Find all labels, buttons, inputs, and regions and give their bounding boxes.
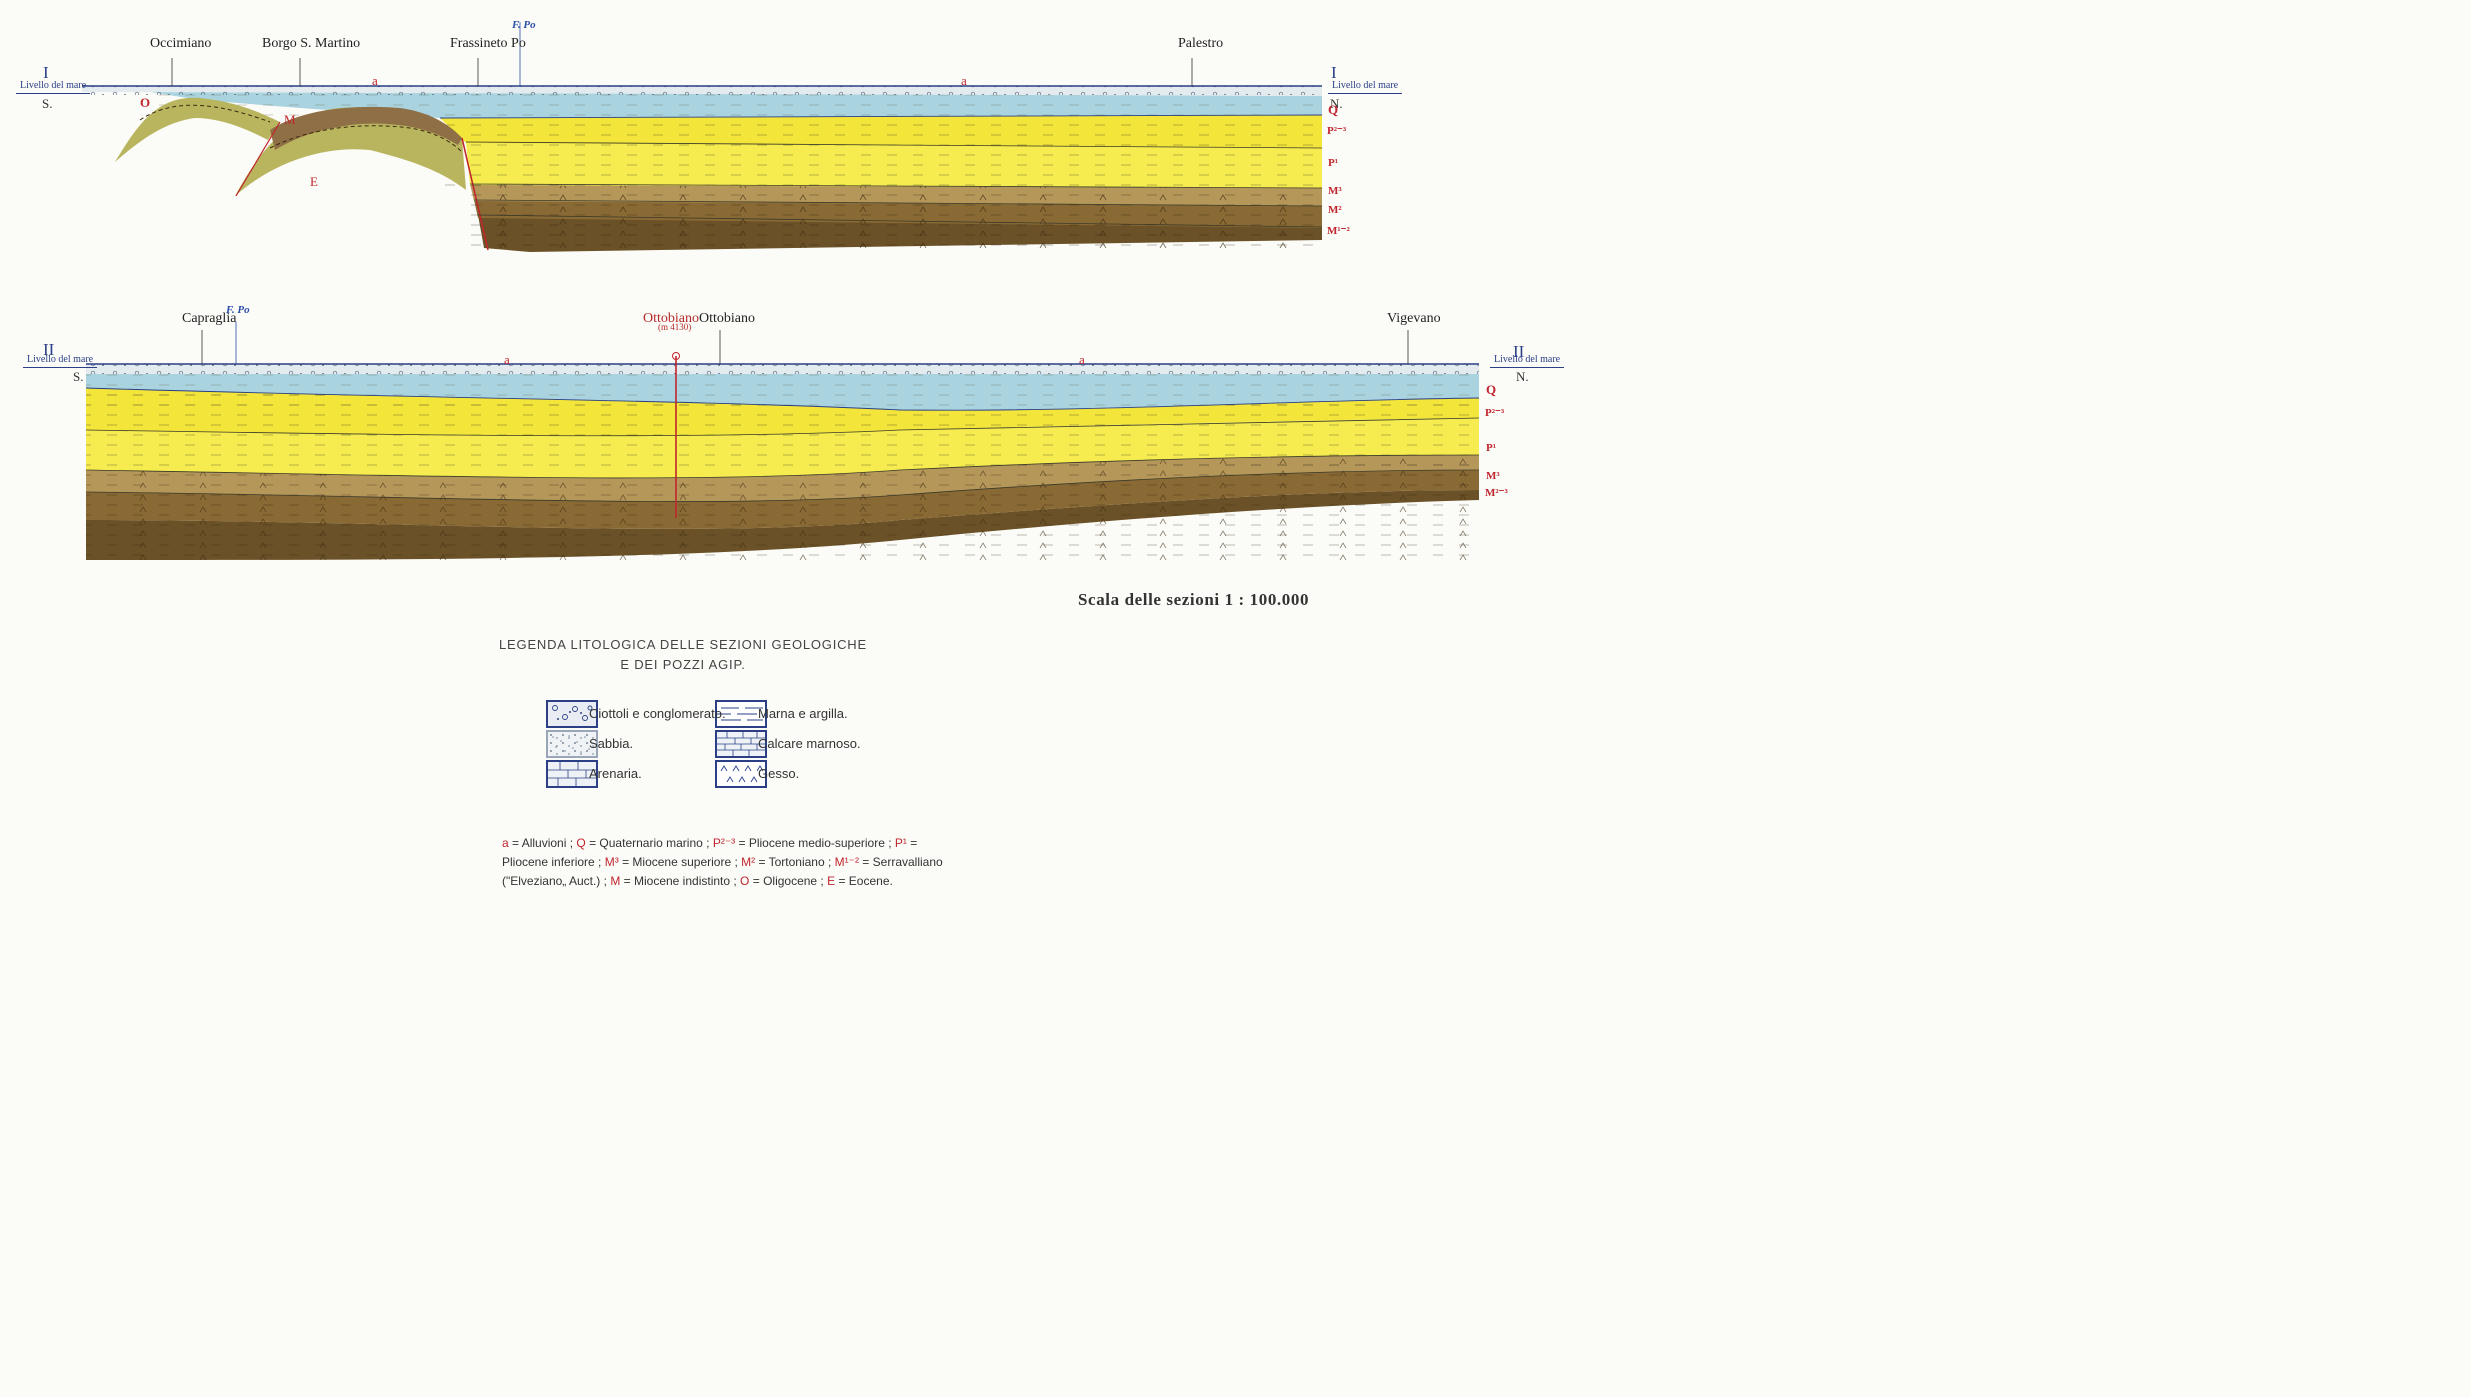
section-1-unit-m3: M³ (1328, 185, 1342, 197)
place-capraglia: Capraglia (182, 311, 237, 326)
abbreviations-block: a = Alluvioni ; Q = Quaternario marino ;… (502, 834, 1077, 891)
section-1 (82, 58, 1323, 252)
abbr-a-symbol: a (502, 836, 509, 850)
section-1-unit-o: O (140, 95, 151, 110)
legend-label-marly-limestone: Calcare marnoso. (758, 736, 861, 751)
section-1-unit-p1: P¹ (1328, 157, 1339, 169)
abbr-m3-text: = Miocene superiore ; (618, 855, 742, 869)
abbr-m-symbol: M (610, 874, 621, 888)
abbr-q-text: = Quaternario marino ; (585, 836, 713, 850)
legend-label-conglomerate: Ciottoli e conglomerato. (589, 706, 726, 721)
abbr-m2-symbol: M² (741, 855, 756, 869)
section-1-unit-m12: M¹⁻² (1327, 225, 1350, 237)
section-1-alluvium-mark-right: a (961, 73, 967, 88)
legend-title-line2: E DEI POZZI AGIP. (620, 657, 746, 672)
gypsum-icon (715, 760, 767, 788)
abbreviations-line3: ("Elveziano„ Auct.) ; M = Miocene indist… (502, 872, 1077, 891)
section-2 (85, 22, 1480, 560)
abbr-m3-symbol: M³ (604, 855, 619, 869)
section-1-unit-m2: M² (1328, 204, 1342, 216)
abbr-p23-symbol: P²⁻³ (712, 836, 736, 850)
abbr-p1-cont-text: Pliocene inferiore ; (502, 855, 605, 869)
well-ottobiano-depth: (m 4130) (658, 322, 692, 332)
place-vigevano: Vigevano (1387, 311, 1441, 326)
place-borgo-s-martino: Borgo S. Martino (262, 36, 361, 51)
section-2-south-label: S. (73, 369, 84, 384)
well-ottobiano-label: Ottobiano (643, 311, 699, 326)
section-2-alluvium-mark-right: a (1079, 352, 1085, 367)
section-1-unit-m: M (284, 112, 296, 127)
section-1-south-label: S. (42, 96, 53, 111)
abbr-o-symbol: O (740, 874, 750, 888)
section-2-sea-level-right: Livello del mare (1490, 354, 1565, 368)
abbr-e-text: = Eocene. (835, 874, 893, 888)
section-1-north-label: N. (1330, 96, 1343, 111)
section-1-unit-e: E (310, 174, 318, 189)
section-2-roman-right: II (1513, 342, 1525, 361)
section-2-north-label: N. (1516, 369, 1529, 384)
sand-icon (546, 730, 598, 758)
marly-limestone-icon (715, 730, 767, 758)
section-1-unit-q: Q (1328, 102, 1339, 117)
section-1-unit-p23: P²⁻³ (1327, 125, 1347, 137)
abbr-elveziano-text: ("Elveziano„ Auct.) ; (502, 874, 611, 888)
abbr-o-text: = Oligocene ; (749, 874, 828, 888)
section-1-miocene-cap (270, 106, 462, 150)
section-1-sea-level-right: Livello del mare (1328, 80, 1403, 94)
sandstone-icon (546, 760, 598, 788)
legend-label-gypsum: Gesso. (758, 766, 800, 781)
section-1-alluvium-mark-left: a (372, 73, 378, 88)
section-2-roman-left: II (43, 340, 55, 359)
place-palestro: Palestro (1178, 36, 1224, 51)
abbr-p1-text: = (906, 836, 918, 850)
section-2-unit-m3: M³ (1486, 470, 1500, 482)
legend-title-line1: LEGENDA LITOLOGICA DELLE SEZIONI GEOLOGI… (499, 637, 867, 652)
section-2-unit-q: Q (1486, 382, 1497, 397)
section-2-alluvium-mark-left: a (504, 352, 510, 367)
place-occimiano: Occimiano (150, 36, 212, 51)
section-2-unit-p23: P²⁻³ (1485, 407, 1505, 419)
section-1-roman-left: I (43, 63, 49, 82)
abbr-m12-text: = Serravalliano (858, 855, 943, 869)
abbr-q-symbol: Q (576, 836, 586, 850)
abbreviations-line1: a = Alluvioni ; Q = Quaternario marino ;… (502, 834, 1077, 853)
abbr-p1-symbol: P¹ (894, 836, 907, 850)
abbr-m-text: = Miocene indistinto ; (620, 874, 741, 888)
abbr-m12-symbol: M¹⁻² (834, 855, 859, 869)
section-2-unit-m23: M²⁻³ (1485, 487, 1508, 499)
abbr-m2-text: = Tortoniano ; (755, 855, 835, 869)
section-1-sea-level-left: Livello del mare (16, 80, 91, 94)
place-ottobiano: Ottobiano (699, 311, 755, 326)
marl-clay-icon (715, 700, 767, 728)
section-2-river-po: F. Po (226, 304, 250, 316)
place-frassineto-po: Frassineto Po (450, 36, 526, 51)
section-2-sea-level-left: Livello del mare (23, 354, 98, 368)
legend-label-sand: Sabbia. (589, 736, 634, 751)
section-1-roman-right: I (1331, 63, 1337, 82)
legend-label-sandstone: Arenaria. (589, 766, 642, 781)
section-2-unit-p1: P¹ (1486, 442, 1497, 454)
sections-scale-label: Scala delle sezioni 1 : 100.000 (1078, 590, 1310, 609)
abbreviations-line2: Pliocene inferiore ; M³ = Miocene superi… (502, 853, 1077, 872)
section-1-oligocene-block (115, 97, 280, 162)
abbr-a-text: = Alluvioni ; (508, 836, 577, 850)
legend-label-marl-clay: Marna e argilla. (758, 706, 848, 721)
section-1-river-po: F. Po (512, 19, 536, 31)
abbr-e-symbol: E (827, 874, 836, 888)
abbr-p23-text: = Pliocene medio-superiore ; (735, 836, 895, 850)
conglomerate-icon (546, 700, 598, 728)
